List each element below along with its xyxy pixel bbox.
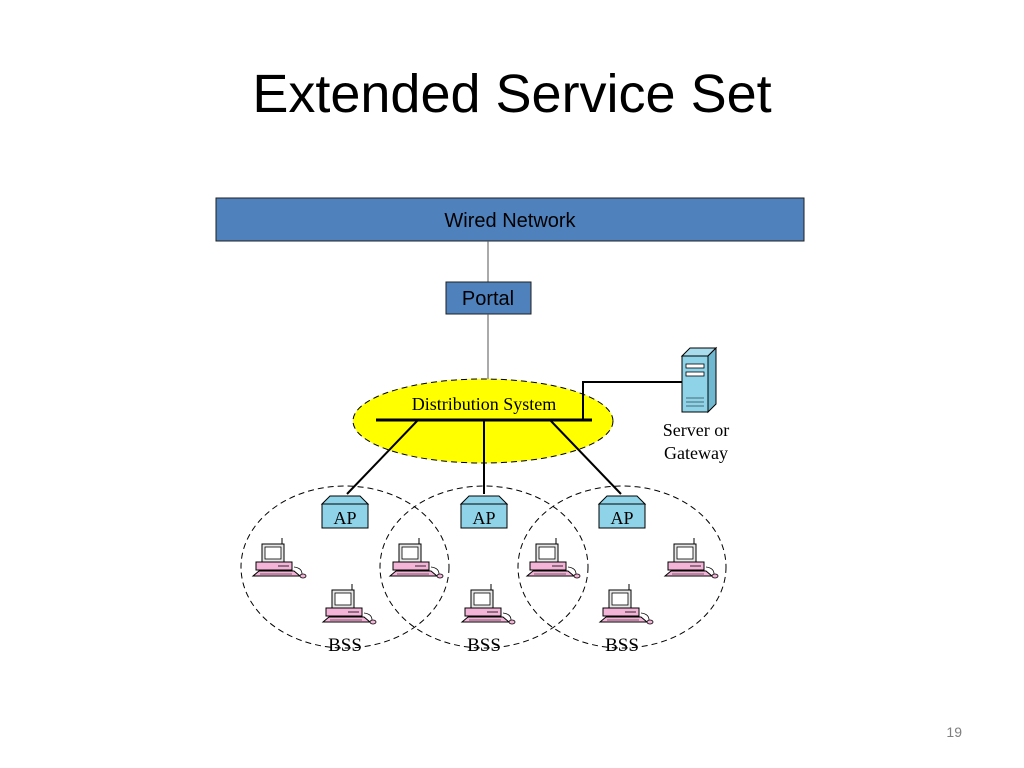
bss-circle-3 — [517, 485, 727, 649]
portal-label: Portal — [462, 288, 514, 310]
slide-title: Extended Service Set — [252, 64, 772, 124]
server-link — [582, 381, 682, 420]
server-label-line2: Gateway — [664, 443, 728, 463]
computer-icon — [322, 583, 377, 625]
bss-label-1: BSS — [328, 635, 362, 656]
wired-network-bar — [215, 197, 805, 242]
computer-icon — [252, 537, 307, 579]
computer-icon — [526, 537, 581, 579]
bss-circle-2 — [379, 485, 589, 649]
computer-icon — [461, 583, 516, 625]
computer-icon — [599, 583, 654, 625]
ds-ap3-link — [549, 419, 622, 495]
bss-circle-1 — [240, 485, 450, 649]
ds-ap1-link — [346, 419, 419, 495]
computer-icon — [664, 537, 719, 579]
bss-label-3: BSS — [605, 635, 639, 656]
ap-label-1: AP — [333, 508, 356, 528]
computer-icon — [389, 537, 444, 579]
ap-label-3: AP — [610, 508, 633, 528]
ap-label-2: AP — [472, 508, 495, 528]
page-number: 19 — [946, 724, 962, 740]
distribution-system-label: Distribution System — [412, 394, 557, 414]
bss-label-2: BSS — [467, 635, 501, 656]
server-label-line1: Server or — [663, 420, 729, 440]
server-icon — [680, 346, 718, 414]
wired-network-label: Wired Network — [444, 210, 576, 232]
